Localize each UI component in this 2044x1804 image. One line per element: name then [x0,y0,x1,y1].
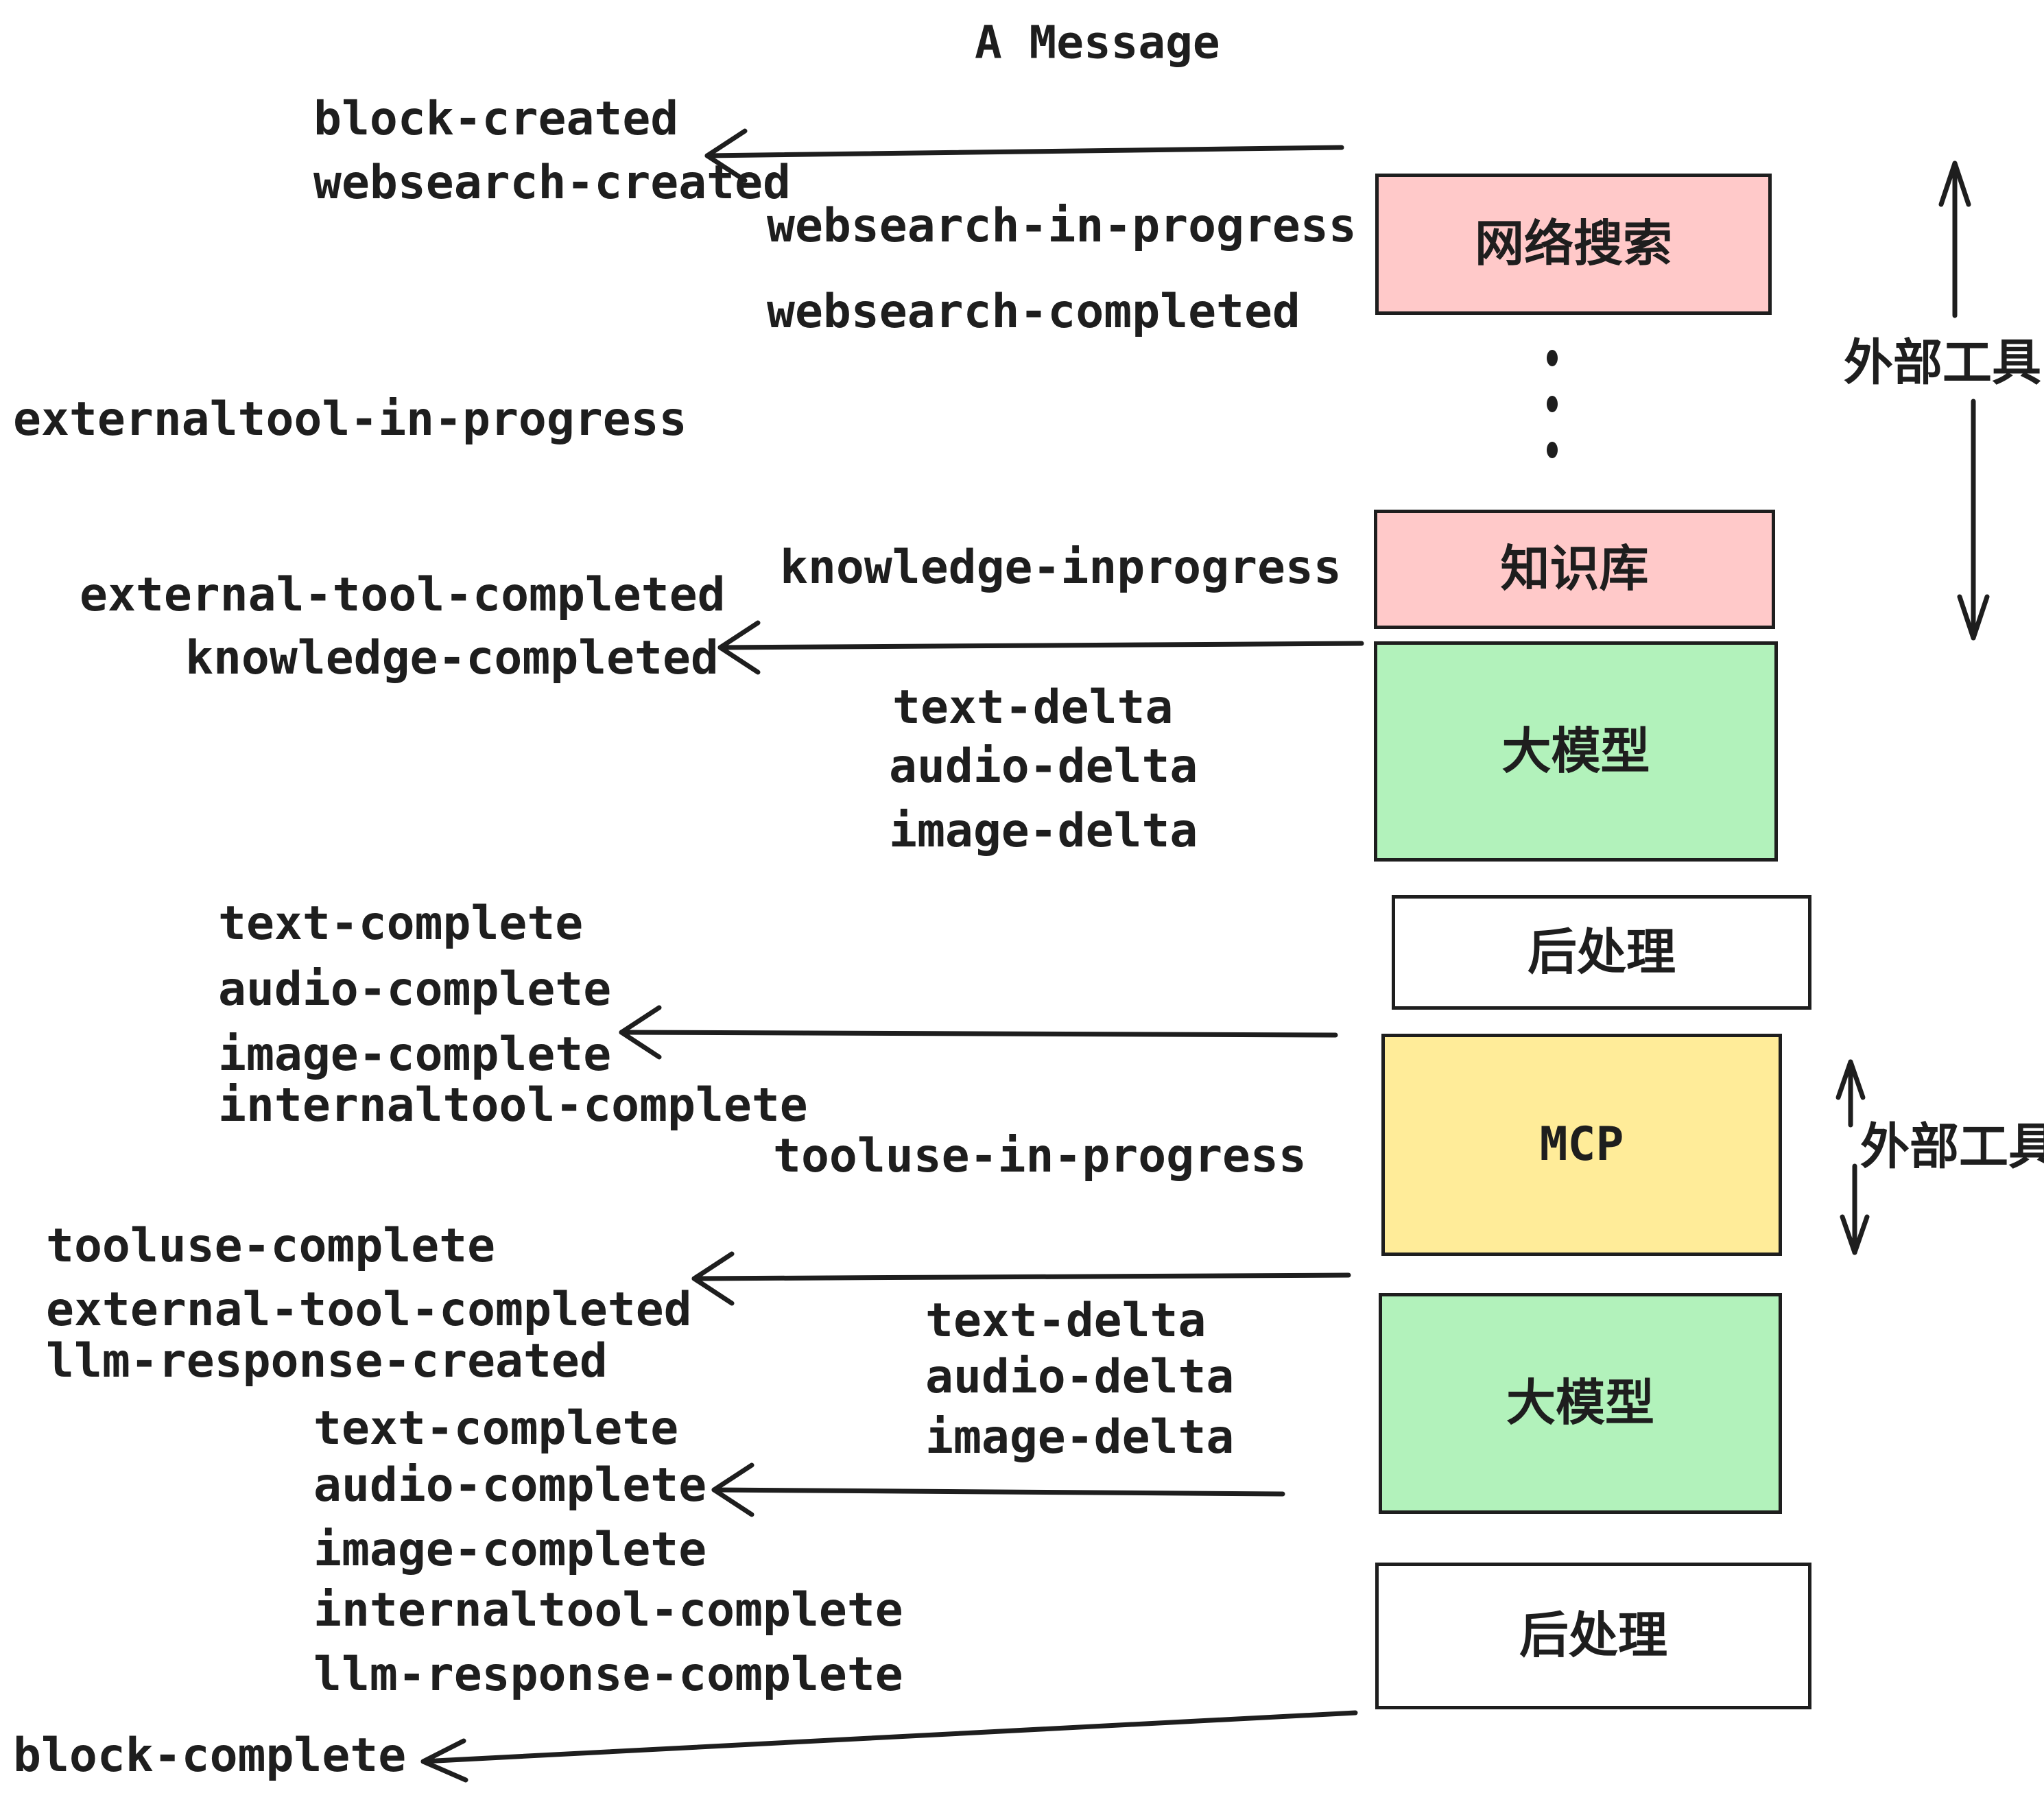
node-post-process-2-label: 后处理 [1519,1609,1667,1663]
node-llm-1-label: 大模型 [1501,724,1650,779]
event-llm-response-created: llm-response-created [46,1334,608,1388]
node-web-search: 网络搜索 [1375,174,1772,315]
event-text-delta-1: text-delta [892,680,1174,735]
event-audio-complete-2: audio-complete [313,1458,707,1512]
event-externaltool-in-progress: externaltool-in-progress [13,392,687,447]
event-llm-response-complete: llm-response-complete [313,1648,903,1702]
event-websearch-created: websearch-created [313,156,791,210]
event-audio-delta-2: audio-delta [925,1350,1235,1404]
event-block-complete: block-complete [13,1729,407,1783]
external-tools-up-arrow-2 [1835,1059,1866,1128]
event-external-tool-completed-2: external-tool-completed [46,1283,692,1337]
arrow-websearch-to-created [704,128,1344,183]
event-image-delta-2: image-delta [925,1410,1235,1464]
event-image-delta-1: image-delta [889,804,1198,858]
external-tools-down-arrow-2 [1840,1163,1870,1255]
node-knowledge-base-label: 知识库 [1500,542,1649,597]
event-text-complete-1: text-complete [218,897,584,951]
event-audio-complete-1: audio-complete [218,962,612,1017]
event-text-complete-2: text-complete [313,1401,679,1456]
event-knowledge-completed: knowledge-completed [185,631,719,685]
node-web-search-label: 网络搜索 [1474,217,1672,272]
node-llm-1: 大模型 [1374,641,1778,862]
arrow-block-complete [420,1710,1358,1783]
event-image-complete-2: image-complete [313,1523,707,1577]
node-post-process-2: 后处理 [1375,1563,1811,1709]
event-knowledge-inprogress: knowledge-inprogress [780,541,1342,595]
arrow-internal-complete [619,1005,1338,1060]
external-tools-up-arrow-1 [1938,161,1971,318]
ellipsis-dots [1547,350,1558,458]
node-post-process-1: 后处理 [1392,895,1811,1010]
external-tools-label-1: 外部工具 [1844,335,2042,391]
diagram-title: A Message [975,16,1220,69]
external-tools-label-2: 外部工具 [1860,1119,2044,1175]
node-llm-2: 大模型 [1379,1293,1782,1514]
event-audio-delta-1: audio-delta [889,739,1198,794]
external-tools-down-arrow-1 [1957,399,1990,641]
event-internaltool-complete-2: internaltool-complete [313,1583,903,1637]
node-post-process-1-label: 后处理 [1527,925,1676,980]
event-block-created: block-created [313,92,679,146]
event-websearch-completed: websearch-completed [767,285,1300,339]
event-external-tool-completed: external-tool-completed [80,568,726,622]
event-internaltool-complete-1: internaltool-complete [218,1078,808,1132]
event-text-delta-2: text-delta [925,1294,1207,1348]
event-image-complete-1: image-complete [218,1028,612,1082]
arrow-knowledge-completed [717,620,1364,675]
node-llm-2-label: 大模型 [1506,1376,1654,1431]
arrow-llm-complete [711,1462,1285,1517]
node-mcp-label: MCP [1539,1117,1624,1172]
node-knowledge-base: 知识库 [1374,510,1775,629]
event-tooluse-complete: tooluse-complete [46,1219,496,1273]
event-tooluse-in-progress: tooluse-in-progress [773,1129,1307,1183]
event-websearch-in-progress: websearch-in-progress [767,199,1357,253]
node-mcp: MCP [1381,1034,1782,1256]
